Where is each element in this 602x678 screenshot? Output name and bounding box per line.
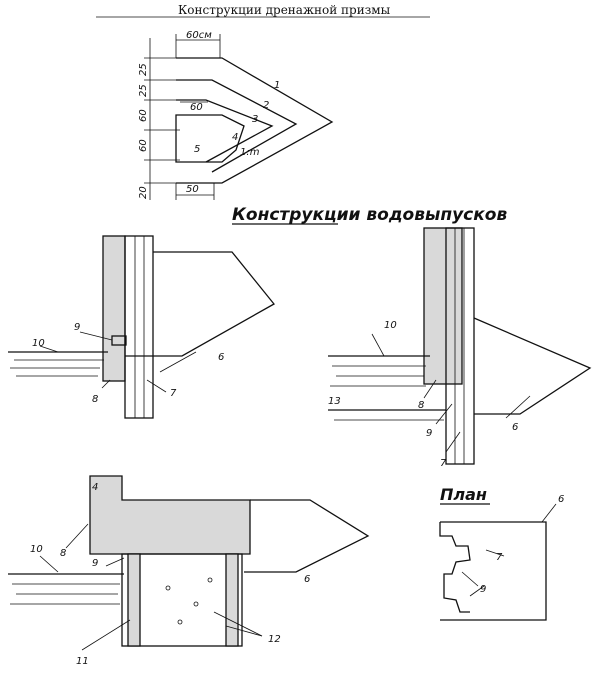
fig2-callout-8: 8: [418, 400, 424, 411]
layer-1-outline: [176, 57, 334, 184]
fig3-chamber: [121, 553, 243, 647]
layer-3-outline: [176, 99, 274, 163]
inner-width-label: 60: [190, 102, 203, 113]
layer-2-outline: [176, 79, 298, 173]
fig1-callout-9: 9: [74, 322, 80, 333]
plan-outlet-shape: [439, 522, 471, 613]
fig3-callout-9: 9: [92, 558, 98, 569]
drain-prism-title: Конструкции дренажной призмы: [178, 3, 391, 17]
height-label-5: 20: [138, 186, 149, 199]
fig2-drain-prism: [473, 317, 592, 415]
height-label-4: 60: [138, 139, 149, 152]
fig2-callout-6: 6: [512, 422, 518, 433]
outlet-figure-3: 4 8 10 9 6 11 12: [8, 475, 370, 667]
plan-title: План: [440, 485, 487, 504]
height-label-1: 25: [138, 63, 149, 76]
fig1-drain-prism: [125, 251, 275, 357]
height-label-2: 25: [138, 84, 149, 97]
fig3-slab: [89, 475, 251, 555]
fig1-pipe: [124, 235, 154, 419]
bottom-width-label: 50: [186, 184, 199, 195]
plan-view: План 6 7 9: [439, 485, 564, 621]
fig2-callout-13: 13: [328, 396, 341, 407]
fig1-gasket: [111, 335, 127, 346]
plan-callout-9: 9: [480, 584, 486, 595]
plan-callout-7: 7: [496, 552, 503, 563]
core-outline: [175, 114, 245, 163]
outlet-figure-1: 9 10 8 6 7: [8, 235, 275, 419]
outlet-figure-2: 10 13 8 9 6 7: [328, 227, 592, 469]
fig3-chamber-right-wall: [225, 553, 239, 647]
fig2-callout-10: 10: [384, 320, 397, 331]
fig3-callout-12: 12: [268, 634, 281, 645]
layer-number-5: 5: [194, 144, 200, 155]
layer-number-1: 1: [274, 80, 280, 91]
height-label-3: 60: [138, 109, 149, 122]
fig1-callout-7: 7: [170, 388, 177, 399]
plan-outline: [440, 521, 547, 621]
fig3-drain-prism: [244, 499, 370, 573]
slope-label: 1:m: [240, 147, 260, 158]
fig2-callout-9: 9: [426, 428, 432, 439]
fig1-callout-8: 8: [92, 394, 98, 405]
top-width-label: 60см: [186, 30, 212, 41]
drain-prism-section: 60см 60 50 25 25 60 60 20 1 2 3 4 5 1:m: [138, 30, 334, 200]
outlets-title: Конструкции водовыпусков: [232, 205, 507, 225]
fig3-callout-6: 6: [304, 574, 310, 585]
fig3-callout-8: 8: [60, 548, 66, 559]
fig3-callout-11: 11: [76, 656, 89, 667]
layer-number-2: 2: [263, 100, 269, 111]
fig3-chamber-left-wall: [127, 553, 141, 647]
fig2-wall: [423, 227, 463, 385]
fig1-wall: [102, 235, 126, 382]
layer-number-3: 3: [252, 114, 258, 125]
fig2-pipe: [445, 227, 475, 465]
fig2-callout-7: 7: [440, 458, 447, 469]
fig3-callout-4: 4: [92, 482, 98, 493]
fig1-callout-6: 6: [218, 352, 224, 363]
fig1-callout-10: 10: [32, 338, 45, 349]
layer-number-4: 4: [232, 132, 238, 143]
plan-callout-6: 6: [558, 494, 564, 505]
fig3-callout-10: 10: [30, 544, 43, 555]
